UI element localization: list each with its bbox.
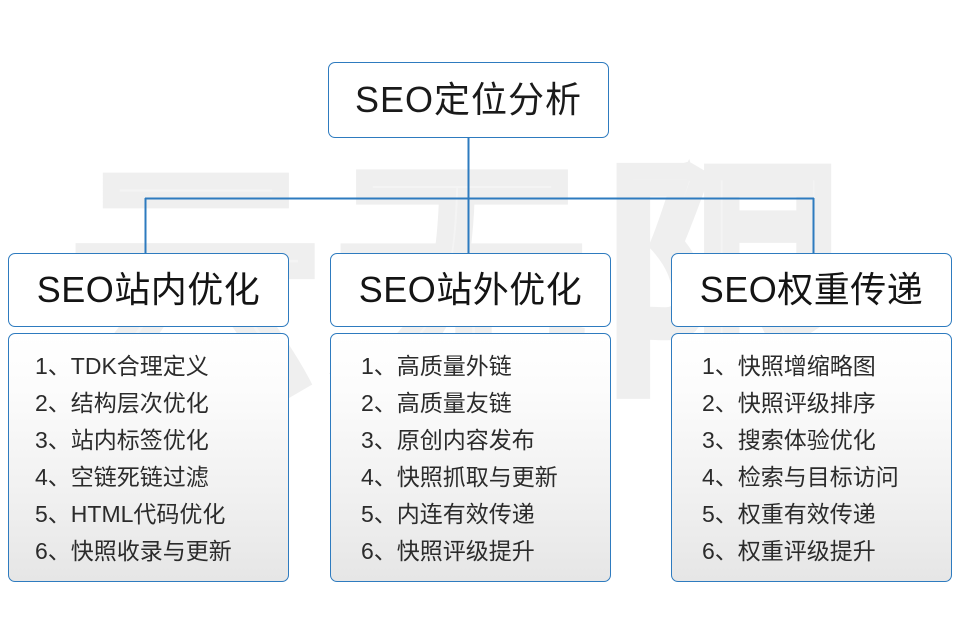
branch-header-1[interactable]: SEO站内优化: [8, 253, 289, 327]
root-node-label: SEO定位分析: [354, 79, 583, 120]
list-item: 5、HTML代码优化: [35, 501, 226, 527]
list-item: 1、快照增缩略图: [702, 353, 876, 379]
list-item: 4、空链死链过滤: [35, 464, 209, 490]
list-item: 6、快照评级提升: [361, 538, 535, 564]
branch-header-3-label: SEO权重传递: [699, 269, 924, 310]
list-item: 3、原创内容发布: [361, 427, 535, 453]
branch-column-3: SEO权重传递 1、快照增缩略图 2、快照评级排序 3、搜索体验优化 4、检索与…: [671, 253, 952, 583]
list-item: 1、TDK合理定义: [35, 353, 209, 379]
branch-header-2[interactable]: SEO站外优化: [330, 253, 611, 327]
branch-list-3: 1、快照增缩略图 2、快照评级排序 3、搜索体验优化 4、检索与目标访问 5、权…: [671, 333, 952, 582]
list-item: 2、结构层次优化: [35, 390, 209, 416]
list-item: 4、快照抓取与更新: [361, 464, 558, 490]
branch-column-1: SEO站内优化 1、TDK合理定义 2、结构层次优化 3、站内标签优化 4、空链…: [8, 253, 289, 583]
branch-column-2: SEO站外优化 1、高质量外链 2、高质量友链 3、原创内容发布 4、快照抓取与…: [330, 253, 611, 583]
list-item: 5、权重有效传递: [702, 501, 876, 527]
list-item: 4、检索与目标访问: [702, 464, 899, 490]
branch-list-1: 1、TDK合理定义 2、结构层次优化 3、站内标签优化 4、空链死链过滤 5、H…: [8, 333, 289, 582]
list-item: 2、高质量友链: [361, 390, 512, 416]
list-item: 1、高质量外链: [361, 353, 512, 379]
branch-header-2-label: SEO站外优化: [358, 269, 583, 310]
list-item: 6、权重评级提升: [702, 538, 876, 564]
root-node[interactable]: SEO定位分析: [328, 62, 609, 138]
list-item: 6、快照收录与更新: [35, 538, 232, 564]
branch-header-3[interactable]: SEO权重传递: [671, 253, 952, 327]
list-item: 2、快照评级排序: [702, 390, 876, 416]
list-item: 5、内连有效传递: [361, 501, 535, 527]
branch-header-1-label: SEO站内优化: [36, 269, 261, 310]
branch-list-2: 1、高质量外链 2、高质量友链 3、原创内容发布 4、快照抓取与更新 5、内连有…: [330, 333, 611, 582]
list-item: 3、搜索体验优化: [702, 427, 876, 453]
list-item: 3、站内标签优化: [35, 427, 209, 453]
